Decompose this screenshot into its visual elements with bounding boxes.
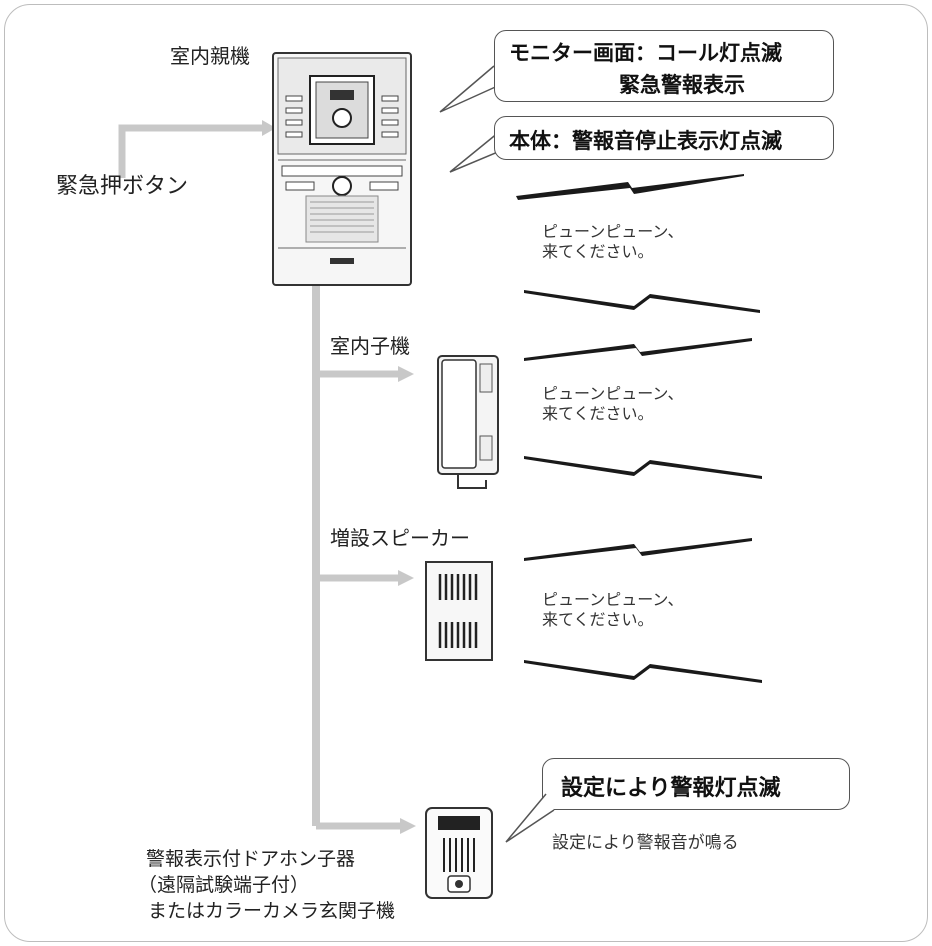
voice-main-line2: 来てください。 — [542, 242, 654, 261]
door-note: 設定により警報音が鳴る — [552, 833, 739, 853]
sub-unit-label: 室内子機 — [330, 334, 410, 358]
lightning-1 — [516, 174, 744, 200]
main-unit-device — [272, 52, 412, 286]
voice-speaker-line1: ピューンピューン、 — [542, 590, 684, 609]
callout-body-text: 本体：警報音停止表示灯点滅 — [509, 129, 782, 153]
voice-subunit-line1: ピューンピューン、 — [542, 384, 684, 403]
emergency-line — [118, 124, 262, 178]
callout-monitor: モニター画面：コール灯点滅 緊急警報表示 — [494, 30, 834, 102]
emergency-button-label: 緊急押ボタン — [56, 174, 189, 199]
branch-subunit-arrowhead — [398, 366, 414, 382]
lightning-4 — [524, 456, 762, 479]
door-unit-label-line1: 警報表示付ドアホン子器 — [146, 848, 356, 870]
callout-monitor-line1: モニター画面：コール灯点滅 — [509, 41, 782, 65]
callout-door-light-text: 設定により警報灯点滅 — [561, 776, 781, 801]
door-unit-device — [425, 807, 493, 899]
voice-main-line1: ピューンピューン、 — [542, 222, 684, 241]
lightning-6 — [524, 660, 762, 683]
sub-unit-device — [437, 355, 499, 489]
branch-speaker-arrowhead — [398, 570, 414, 586]
speaker-device — [425, 561, 493, 661]
main-unit-label: 室内親機 — [170, 44, 250, 68]
callout-door-pointer — [505, 793, 555, 843]
callout-door-light: 設定により警報灯点滅 — [542, 758, 850, 810]
lightning-2 — [524, 290, 760, 313]
speaker-label: 増設スピーカー — [330, 526, 470, 550]
lightning-5 — [524, 538, 752, 561]
door-unit-label-line3: またはカラーカメラ玄関子機 — [148, 900, 396, 922]
callout-monitor-pointer — [439, 65, 503, 113]
lightning-3 — [524, 338, 752, 361]
branch-door-arrowhead — [400, 818, 416, 834]
voice-message-speaker: ピューンピューン、 来てください。 — [542, 590, 683, 630]
door-unit-label: 警報表示付ドアホン子器 （遠隔試験端子付） またはカラーカメラ玄関子機 — [124, 846, 395, 924]
door-unit-label-line2: （遠隔試験端子付） — [138, 874, 310, 896]
callout-monitor-line2: 緊急警報表示 — [619, 73, 745, 97]
callout-body: 本体：警報音停止表示灯点滅 — [494, 116, 834, 160]
voice-message-subunit: ピューンピューン、 来てください。 — [542, 384, 683, 424]
voice-subunit-line2: 来てください。 — [542, 404, 654, 423]
voice-speaker-line2: 来てください。 — [542, 610, 654, 629]
voice-message-main: ピューンピューン、 来てください。 — [542, 222, 683, 262]
emergency-arrowhead — [262, 120, 276, 136]
